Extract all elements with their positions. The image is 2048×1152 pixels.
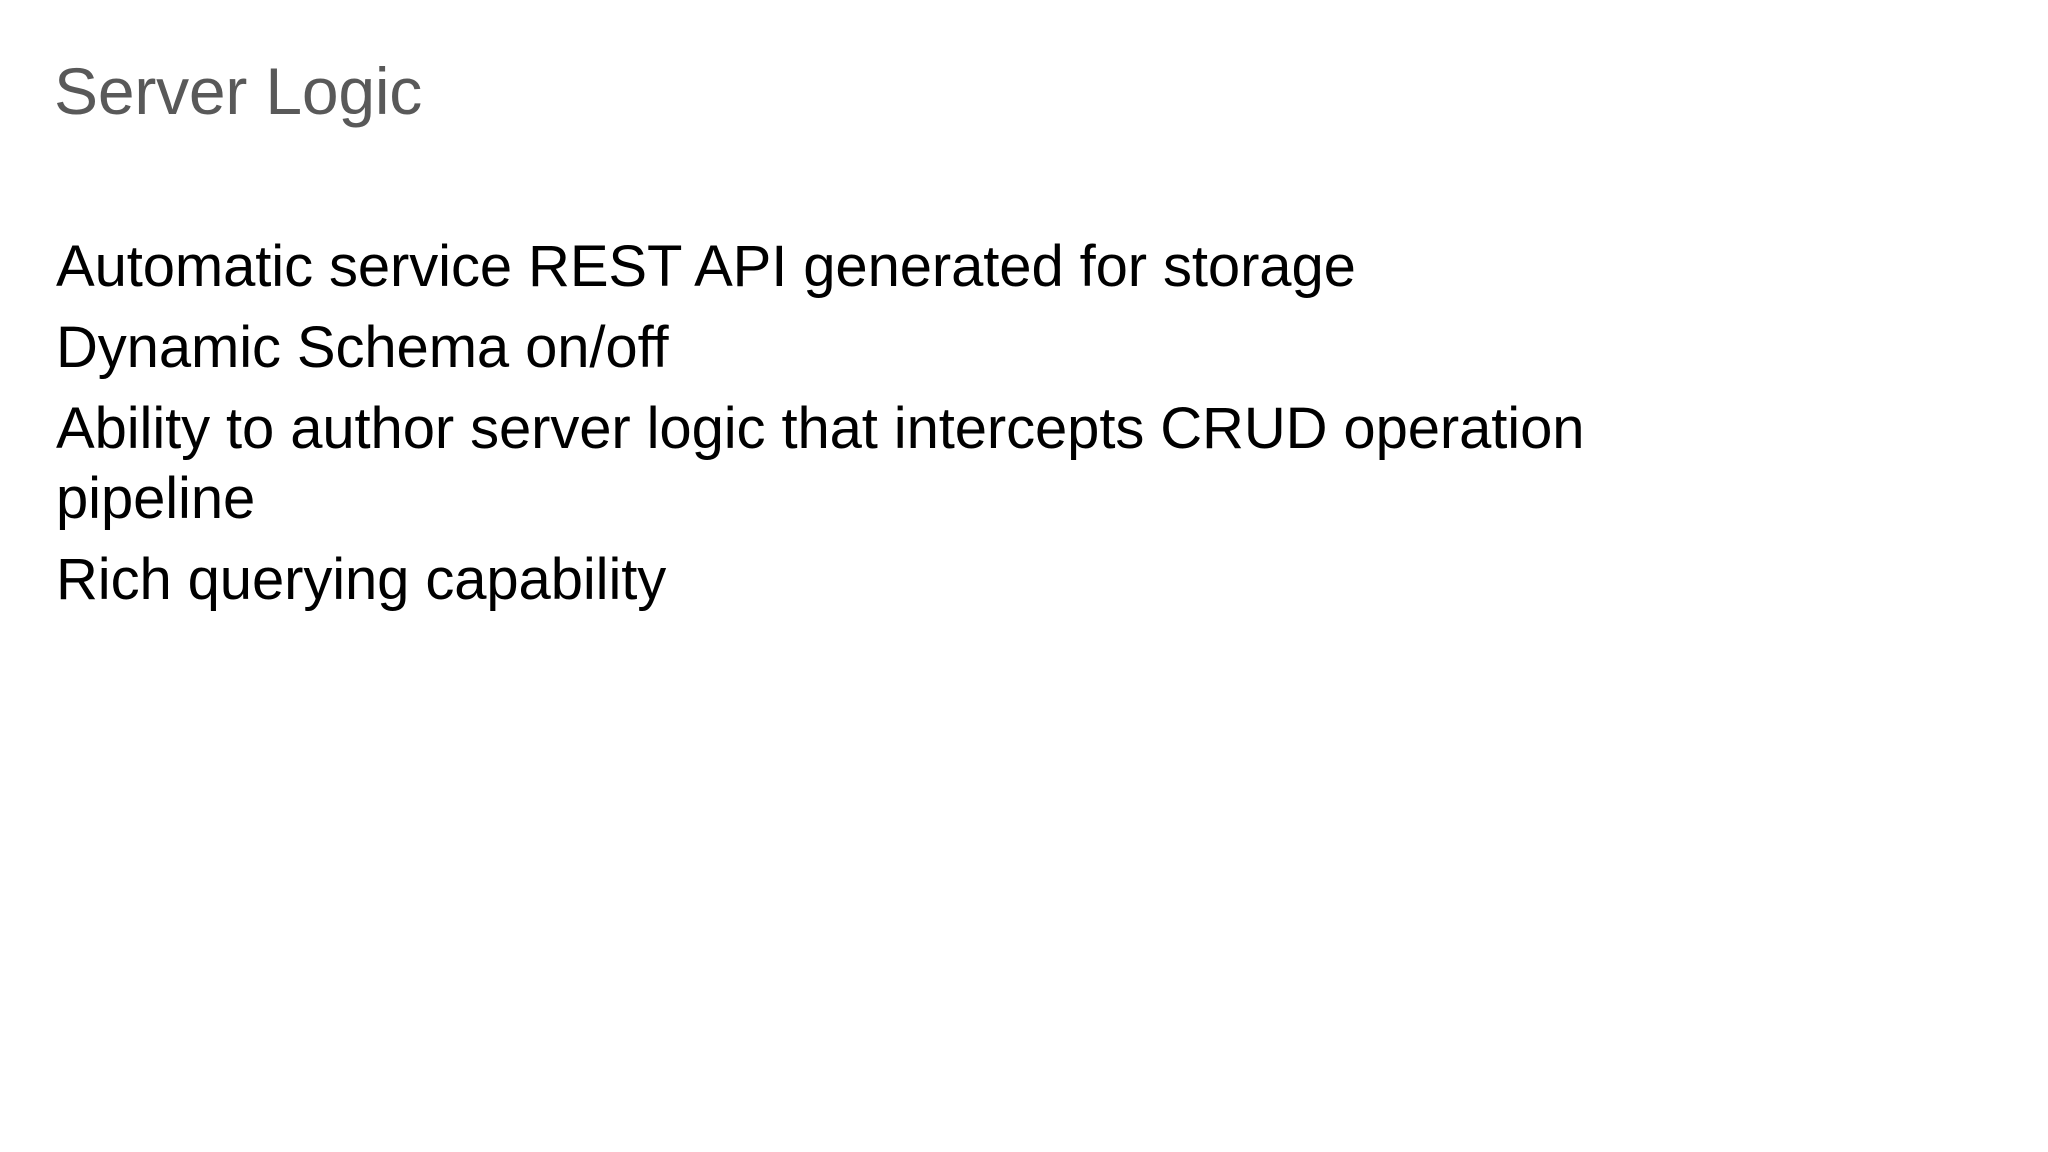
list-item: Rich querying capability — [56, 546, 667, 612]
list-item: Ability to author server logic that inte… — [56, 395, 1585, 531]
list-item: Dynamic Schema on/off — [56, 314, 669, 380]
page-title: Server Logic — [54, 54, 423, 128]
list-item: Automatic service REST API generated for… — [56, 234, 1356, 299]
bullet-list: Automatic service REST API generated for… — [56, 232, 1736, 614]
